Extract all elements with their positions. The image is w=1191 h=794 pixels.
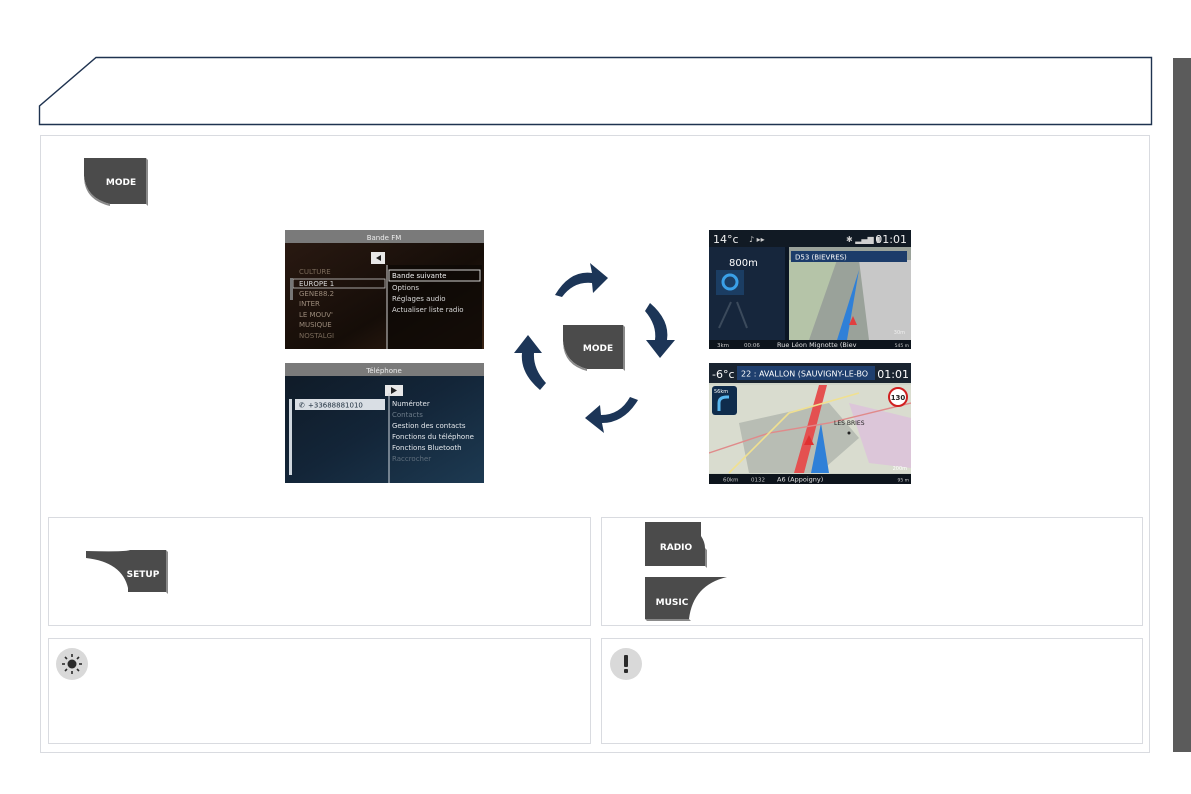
outside-temperature: 14°c (713, 233, 739, 246)
phone-menu-item[interactable]: Gestion des contacts (392, 422, 466, 430)
cycle-arrow-down-right-icon (645, 303, 675, 358)
clock: 01:01 (875, 233, 907, 246)
warning-box (601, 638, 1143, 744)
cycle-arrows (514, 263, 675, 433)
phone-menu-item[interactable]: Raccrocher (392, 455, 431, 463)
vehicle-position-icon (849, 316, 857, 325)
outside-temperature: -6°c (712, 368, 735, 381)
status-icons: ♪ ▸▸ (749, 235, 765, 244)
next-distance: 545 m (895, 343, 909, 349)
vehicle-position-icon (804, 435, 814, 445)
cycle-arrow-up-left-icon (514, 335, 546, 390)
header-frame (38, 56, 1153, 126)
cycle-arrow-up-right-icon (555, 263, 608, 297)
phone-screen: Téléphone ✆ +33688881010 Numéroter Conta… (285, 363, 484, 483)
time-remaining: 00:06 (744, 343, 760, 349)
mode-center-button-label: MODE (583, 344, 613, 354)
phone-menu-item[interactable]: Fonctions Bluetooth (392, 444, 462, 452)
exclamation-icon (610, 648, 642, 680)
station-item[interactable]: INTER (299, 300, 320, 308)
radio-menu-item[interactable]: Options (392, 284, 419, 292)
radio-menu-item[interactable]: Actualiser liste radio (392, 306, 464, 314)
forward-arrow-icon (391, 387, 397, 394)
current-road: A6 (Appoigny) (777, 476, 823, 484)
speed-limit-sign (888, 387, 908, 407)
radio-button[interactable]: RADIO (645, 522, 707, 568)
station-item[interactable]: NOSTALGI (299, 332, 334, 340)
radio-screen: Bande FM CULTURE EUROPE 1 GENE88.2 INTER… (285, 230, 484, 349)
tip-box (48, 638, 591, 744)
station-item[interactable]: EUROPE 1 (299, 280, 334, 288)
back-arrow-icon (376, 255, 381, 261)
station-item[interactable]: LE MOUV' (299, 311, 333, 319)
radio-button-label: RADIO (660, 543, 693, 553)
clock: 01:01 (877, 368, 909, 381)
time-remaining: 0132 (751, 478, 765, 484)
setup-button-label: SETUP (127, 570, 160, 580)
radio-menu-item[interactable]: Réglages audio (392, 295, 446, 303)
station-item[interactable]: MUSIQUE (299, 321, 332, 329)
setup-button[interactable]: SETUP (86, 550, 168, 594)
mode-button[interactable]: MODE (84, 158, 148, 206)
signal-icon: ✱ ▂▄▆ ▮ (846, 235, 881, 244)
radio-menu-item[interactable]: Bande suivante (392, 272, 446, 280)
next-distance: 95 m (897, 478, 909, 484)
phone-number[interactable]: +33688881010 (308, 402, 363, 410)
music-button[interactable]: MUSIC (645, 577, 729, 621)
mode-button-label: MODE (106, 178, 136, 188)
turn-right-icon (717, 395, 729, 411)
phone-icon: ✆ (299, 402, 305, 410)
mode-center-button[interactable]: MODE (563, 325, 625, 371)
bulb-icon (56, 648, 88, 680)
road-name: D53 (BIEVRES) (795, 254, 847, 262)
roundabout-icon (721, 273, 739, 291)
radio-screen-title: Bande FM (367, 234, 402, 242)
turn-distance: 56km (714, 389, 728, 395)
music-button-label: MUSIC (656, 598, 689, 608)
distance-remaining: 3km (717, 343, 729, 349)
route-name: 22 : AVALLON (SAUVIGNY-LE-BO (741, 370, 868, 379)
main-panel (40, 135, 1150, 753)
phone-menu-item[interactable]: Fonctions du téléphone (392, 433, 474, 441)
station-item[interactable]: CULTURE (299, 268, 331, 276)
side-tab-bar (1173, 58, 1191, 752)
current-speed: 60km (723, 478, 739, 484)
map-place-label: LES BRIES (834, 420, 865, 427)
navigation-screen-1: 14°c 01:01 ♪ ▸▸ ✱ ▂▄▆ ▮ 800m D53 (BIEVRE… (709, 230, 911, 349)
phone-screen-title: Téléphone (365, 367, 402, 375)
phone-menu-item[interactable]: Numéroter (392, 400, 430, 408)
speed-limit-value: 130 (891, 394, 906, 402)
navigation-screen-2: LES BRIES -6°c 22 : AVALLON (SAUVIGNY-LE… (709, 363, 911, 484)
map-scale: 200m (893, 466, 908, 472)
phone-menu-item[interactable]: Contacts (392, 411, 423, 419)
current-street: Rue Léon Mignotte (Biev (777, 341, 857, 349)
map-scale: 30m (894, 330, 905, 336)
station-item[interactable]: GENE88.2 (299, 290, 334, 298)
cycle-arrow-down-left-icon (585, 397, 638, 433)
distance-to-turn: 800m (729, 258, 758, 269)
